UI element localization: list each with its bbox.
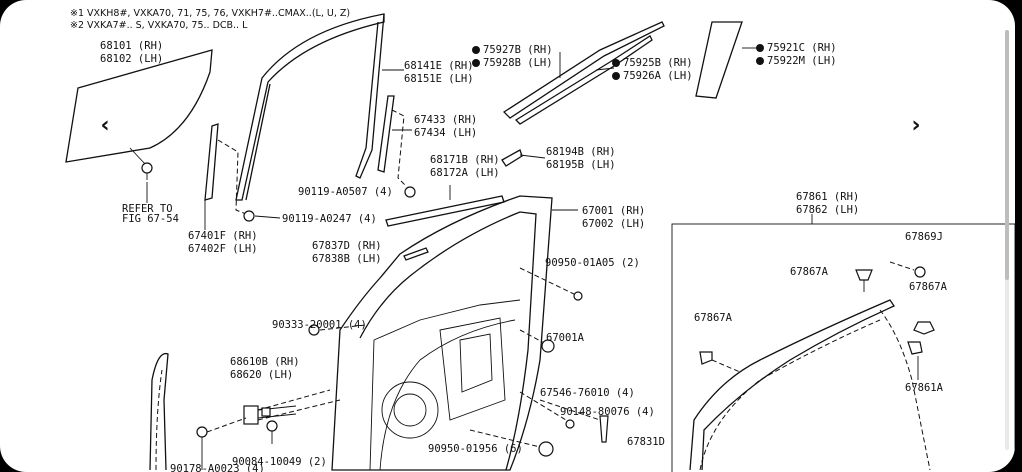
label-90950-01956: 90950-01956 (6) bbox=[428, 443, 523, 455]
frame-bolt bbox=[243, 210, 255, 222]
front-seal bbox=[403, 247, 429, 261]
label-refer-to: REFER TO bbox=[122, 203, 173, 215]
pillar-garnish bbox=[695, 21, 743, 99]
label-67861: 67861 (RH) bbox=[796, 191, 860, 203]
label-67002: 67002 (LH) bbox=[582, 218, 646, 230]
label-90148-80076: 90148-80076 (4) bbox=[560, 406, 655, 418]
label-68141E: 68141E (RH) bbox=[404, 60, 474, 72]
label-67867A-left: 67867A bbox=[694, 312, 732, 324]
label-68195B: 68195B (LH) bbox=[546, 159, 616, 171]
label-75926A: 75926A (LH) bbox=[612, 70, 693, 83]
label-67546-76010: 67546-76010 (4) bbox=[540, 387, 635, 399]
scrollbar-thumb[interactable] bbox=[1005, 30, 1009, 280]
label-68172A: 68172A (LH) bbox=[430, 167, 500, 179]
chevron-right-icon[interactable]: › bbox=[911, 113, 921, 138]
label-90333-20001: 90333-20001 (4) bbox=[272, 319, 367, 331]
label-90950-01A05: 90950-01A05 (2) bbox=[545, 257, 640, 269]
model-note-2: ※2 VXKA7#.. S, VXKA70, 75.. DCB.. L bbox=[70, 20, 248, 31]
label-fig-ref: FIG 67-54 bbox=[122, 213, 179, 225]
belt-clip bbox=[501, 149, 523, 167]
chevron-left-icon[interactable]: ‹ bbox=[100, 113, 110, 138]
lower-frame bbox=[204, 123, 219, 201]
label-67861A: 67861A bbox=[905, 382, 943, 394]
clip-a bbox=[855, 269, 873, 281]
label-75928B: 75928B (LH) bbox=[472, 57, 553, 70]
label-67001A: 67001A bbox=[546, 332, 584, 344]
label-75922M: 75922M (LH) bbox=[756, 55, 837, 68]
label-67434: 67434 (LH) bbox=[414, 127, 478, 139]
model-note-1: ※1 VXKH8#, VXKA70, 71, 75, 76, VXKH7#..C… bbox=[70, 8, 351, 19]
label-90084-10049: 90084-10049 (2) bbox=[232, 456, 327, 468]
label-75921C: 75921C (RH) bbox=[756, 42, 837, 55]
label-75927B: 75927B (RH) bbox=[472, 44, 553, 57]
label-68194B: 68194B (RH) bbox=[546, 146, 616, 158]
weatherstrip-box bbox=[671, 223, 1015, 472]
label-90119-A0507: 90119-A0507 (4) bbox=[298, 186, 393, 198]
belt-moulding bbox=[385, 195, 505, 227]
label-67867A-right: 67867A bbox=[909, 281, 947, 293]
label-90119-A0247: 90119-A0247 (4) bbox=[282, 213, 377, 225]
label-67001: 67001 (RH) bbox=[582, 205, 646, 217]
label-67869J: 67869J bbox=[905, 231, 943, 243]
roof-moulding bbox=[502, 21, 665, 119]
scrollbar-track[interactable] bbox=[1005, 30, 1009, 450]
side-seal bbox=[149, 352, 169, 471]
door-panel bbox=[331, 195, 553, 471]
label-68102: 68102 (LH) bbox=[100, 53, 164, 65]
label-67837D: 67837D (RH) bbox=[312, 240, 382, 252]
weatherstrip bbox=[689, 299, 895, 471]
glass-bolt bbox=[141, 162, 153, 180]
label-68620: 68620 (LH) bbox=[230, 369, 294, 381]
label-90178-A0023: 90178-A0023 (4) bbox=[170, 463, 265, 472]
label-68151E: 68151E (LH) bbox=[404, 73, 474, 85]
label-67433: 67433 (RH) bbox=[414, 114, 478, 126]
label-67401F: 67401F (RH) bbox=[188, 230, 258, 242]
channel-bolt bbox=[404, 186, 416, 198]
label-67831D: 67831D bbox=[627, 436, 665, 448]
label-68171B: 68171B (RH) bbox=[430, 154, 500, 166]
label-68101: 68101 (RH) bbox=[100, 40, 164, 52]
label-67862: 67862 (LH) bbox=[796, 204, 860, 216]
label-67402F: 67402F (LH) bbox=[188, 243, 258, 255]
door-frame bbox=[235, 13, 385, 201]
label-75925B: 75925B (RH) bbox=[612, 57, 693, 70]
label-67838B: 67838B (LH) bbox=[312, 253, 382, 265]
door-glass bbox=[65, 49, 213, 163]
label-68610B: 68610B (RH) bbox=[230, 356, 300, 368]
label-67867A-top: 67867A bbox=[790, 266, 828, 278]
glass-channel bbox=[377, 95, 395, 173]
